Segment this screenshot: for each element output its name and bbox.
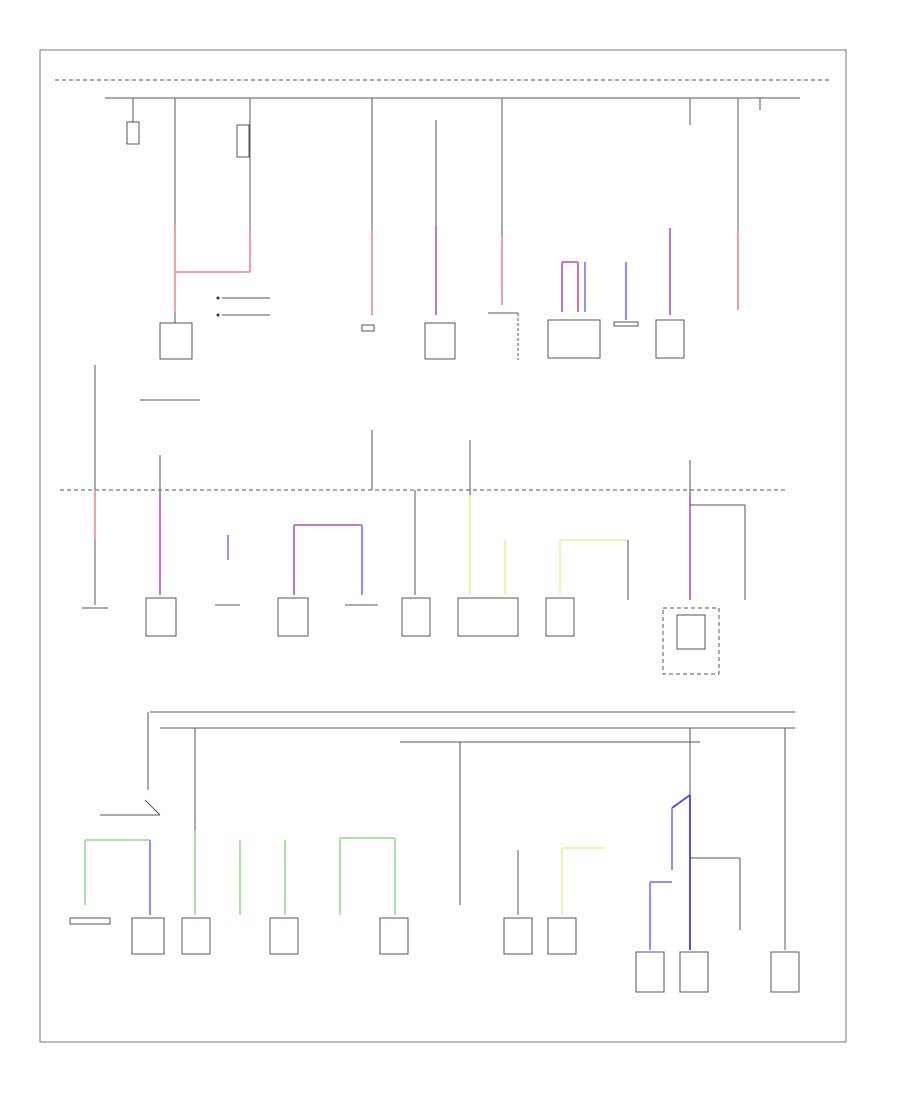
- page-frame: [39, 49, 847, 1043]
- row-1-circuits: [94, 98, 761, 490]
- row-3-circuits: [69, 712, 800, 993]
- power-buses: [55, 79, 830, 743]
- row-2-circuits: [82, 430, 746, 675]
